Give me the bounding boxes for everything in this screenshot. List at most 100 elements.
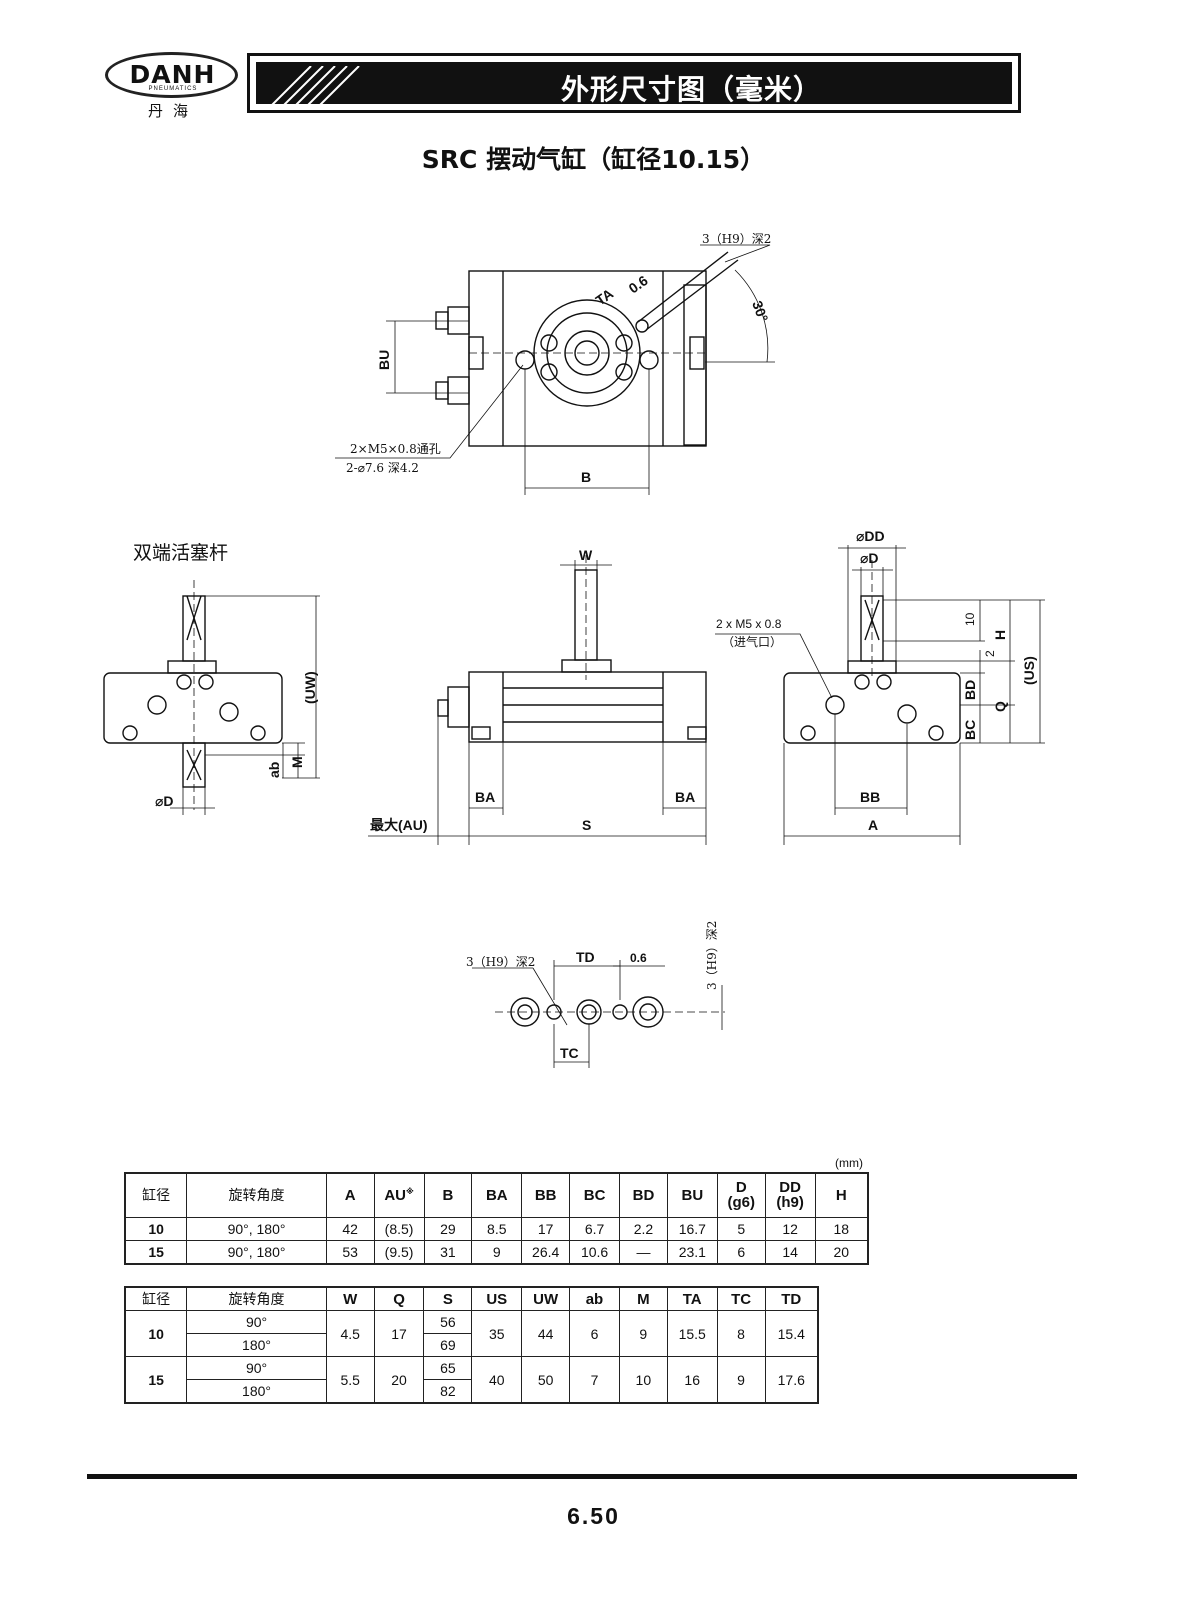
t1-r0-bd: 2.2 <box>619 1216 668 1241</box>
t1-h-b: B <box>423 1172 473 1218</box>
top-hole-note-2: 2-⌀7.6 深4.2 <box>346 461 419 475</box>
top-ta-label: TA <box>593 285 617 308</box>
t1-h-d: D(g6) <box>716 1172 766 1218</box>
t1-r1-angle: 90°, 180° <box>186 1239 327 1264</box>
t1-r0-a: 42 <box>325 1216 375 1241</box>
t1-h-d-text: D <box>735 1179 747 1197</box>
table2-row-10-90: 10 90° 4.5 17 56 35 44 6 9 15.5 8 15.4 <box>124 1310 819 1357</box>
t1-r0-d: 5 <box>716 1216 766 1241</box>
t1-h-dd: DD(h9) <box>764 1172 816 1218</box>
front-w-label: W <box>579 547 593 563</box>
t2-g1-ta: 16 <box>666 1356 718 1404</box>
t2-g1-us: 40 <box>471 1356 523 1404</box>
top-bu-label: BU <box>376 350 392 370</box>
t1-r1-bore: 15 <box>124 1239 188 1264</box>
t2-h-td: TD <box>764 1286 819 1311</box>
t2-g0-ab: 6 <box>569 1310 620 1357</box>
t1-r0-bc: 6.7 <box>569 1216 621 1241</box>
t1-h-bb: BB <box>521 1172 571 1218</box>
t1-h-h: H <box>814 1172 869 1218</box>
t2-g1-s1: 82 <box>423 1379 473 1404</box>
right-ten-label: 10 <box>963 612 977 626</box>
page-title: 外形尺寸图（毫米） <box>560 73 822 106</box>
brand-logo: DANH PNEUMATICS 丹海 <box>105 50 240 120</box>
t2-g0-q: 17 <box>373 1310 425 1357</box>
right-dd-label: ⌀DD <box>856 528 885 544</box>
t1-r0-ba: 8.5 <box>471 1216 523 1241</box>
t1-h-dd-text: DD <box>779 1179 801 1197</box>
t1-h-bc: BC <box>569 1172 621 1218</box>
top-angle-label: 30° <box>749 299 771 324</box>
t2-h-us: US <box>471 1286 523 1311</box>
right-port-note-2: （进气口） <box>722 634 782 649</box>
t1-r1-bc: 10.6 <box>569 1239 621 1264</box>
t2-g1-bore: 15 <box>124 1356 188 1404</box>
t2-h-q: Q <box>373 1286 425 1311</box>
title-stripes-decoration <box>270 66 360 106</box>
t2-g1-ab: 7 <box>569 1356 620 1404</box>
t2-h-m: M <box>618 1286 668 1311</box>
t1-r1-dd: 14 <box>764 1239 816 1264</box>
t1-r0-b: 29 <box>423 1216 473 1241</box>
t1-r1-bd: — <box>619 1239 668 1264</box>
spec-table-2: 缸径 旋转角度 W Q S US UW ab M TA TC TD 10 90°… <box>124 1286 819 1404</box>
logo-oval <box>105 52 238 98</box>
t1-r1-bb: 26.4 <box>521 1239 571 1264</box>
t1-h-bore: 缸径 <box>124 1172 188 1218</box>
logo-wordmark: DANH <box>129 60 216 89</box>
left-d-label: ⌀D <box>155 793 174 809</box>
t2-g0-tc: 8 <box>716 1310 766 1357</box>
t2-g1-angle0: 90° <box>186 1356 327 1380</box>
t2-h-ab: ab <box>569 1286 620 1311</box>
t1-r0-bb: 17 <box>521 1216 571 1241</box>
right-two-label: 2 <box>983 650 997 657</box>
key-offset-label: 0.6 <box>630 951 647 965</box>
front-ba-left-label: BA <box>475 789 495 805</box>
right-a-label: A <box>868 817 878 833</box>
t2-g0-w: 4.5 <box>325 1310 375 1357</box>
t2-g0-us: 35 <box>471 1310 523 1357</box>
key-detail-drawing <box>472 960 725 1068</box>
t2-h-bore: 缸径 <box>124 1286 188 1311</box>
key-tc-label: TC <box>560 1045 579 1061</box>
t2-g0-m: 9 <box>618 1310 668 1357</box>
t1-r0-h: 18 <box>814 1216 869 1241</box>
t1-h-bu: BU <box>666 1172 718 1218</box>
section-label-double-rod: 双端活塞杆 <box>133 542 229 564</box>
right-bd-label: BD <box>962 680 978 700</box>
front-ba-right-label: BA <box>675 789 695 805</box>
t1-h-au: AU※ <box>373 1172 425 1218</box>
t2-g1-s0: 65 <box>423 1356 473 1380</box>
t1-h-angle: 旋转角度 <box>186 1172 327 1218</box>
t2-g1-m: 10 <box>618 1356 668 1404</box>
t2-g0-angle0: 90° <box>186 1310 327 1334</box>
left-ab-label: ab <box>266 762 282 778</box>
table1-row-10: 10 90°, 180° 42 (8.5) 29 8.5 17 6.7 2.2 … <box>124 1216 869 1241</box>
t2-g0-angle1: 180° <box>186 1333 327 1357</box>
t1-r1-a: 53 <box>325 1239 375 1264</box>
t1-h-d-sub: (g6) <box>727 1194 755 1212</box>
title-bar-fill: 外形尺寸图（毫米） <box>256 62 1012 106</box>
table2-row-15-180: 180° 82 <box>125 1379 818 1404</box>
right-bb-label: BB <box>860 789 880 805</box>
top-h9-note: 3（H9）深2 <box>702 232 771 246</box>
t2-h-w: W <box>325 1286 375 1311</box>
t2-h-s: S <box>423 1286 473 1311</box>
t1-r0-bore: 10 <box>124 1216 188 1241</box>
right-port-note-1: 2 x M5 x 0.8 <box>716 617 782 631</box>
t2-g0-td: 15.4 <box>764 1310 819 1357</box>
t1-r1-bu: 23.1 <box>666 1239 718 1264</box>
right-us-label: (US) <box>1021 656 1037 685</box>
footer-rule <box>87 1474 1077 1479</box>
t2-g0-ta: 15.5 <box>666 1310 718 1357</box>
t2-g0-uw: 44 <box>521 1310 571 1357</box>
top-b-label: B <box>581 469 591 485</box>
t2-g0-s1: 69 <box>423 1333 473 1357</box>
front-view-drawing <box>368 555 707 845</box>
top-offset-label: 0.6 <box>626 272 651 296</box>
left-m-label: M <box>289 756 305 768</box>
t2-g1-w: 5.5 <box>325 1356 375 1404</box>
front-s-label: S <box>582 817 591 833</box>
product-heading: SRC 摆动气缸（缸径10.15） <box>421 145 766 174</box>
t2-g1-uw: 50 <box>521 1356 571 1404</box>
